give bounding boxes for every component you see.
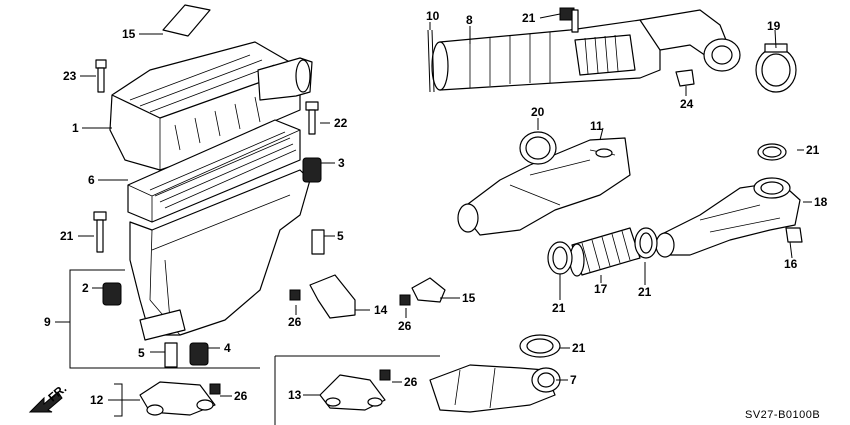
front-direction-arrow-icon [28, 391, 63, 413]
hose-clamp-21b [757, 143, 787, 161]
bracket-14 [309, 274, 356, 319]
bolt-26b [399, 294, 411, 306]
callout-26d: 26 [404, 375, 418, 389]
clip-25 [675, 69, 695, 87]
clip-17 [785, 227, 803, 243]
collar-5a [311, 229, 325, 255]
callout-21a: 20 [531, 105, 545, 119]
bolt-24 [95, 59, 107, 93]
hose-clamp-21a [519, 131, 557, 165]
callout-16: 15 [122, 27, 136, 41]
grommet-4 [189, 342, 209, 366]
callout-21b: 21 [806, 143, 820, 157]
callout-23b: 22 [334, 116, 348, 130]
air-cleaner-lower-case [129, 169, 311, 341]
callout-26b: 26 [398, 319, 412, 333]
callout-12: 12 [90, 393, 104, 407]
leader-lines [55, 13, 812, 425]
label-plate [162, 4, 211, 37]
air-intake-duct-10 [429, 364, 561, 413]
grommet-2 [102, 282, 122, 306]
hose-clamp-21d [634, 227, 658, 259]
bracket-15 [411, 277, 446, 303]
callout-24: 23 [63, 69, 77, 83]
hose-clamp-21e [519, 334, 561, 358]
callout-4: 4 [224, 341, 231, 355]
bellows-hose-18 [569, 227, 641, 277]
callout-2: 2 [82, 281, 89, 295]
callout-8: 9 [44, 315, 51, 329]
callout-21c: 21 [552, 301, 566, 315]
callout-9: 10 [426, 9, 440, 23]
callout-20: 19 [767, 19, 781, 33]
rod-9 [427, 29, 435, 93]
resonator-11 [457, 137, 631, 236]
callout-labels: 15 23 1 6 21 2 9 5 4 12 26 22 3 5 14 26 … [44, 9, 828, 421]
callout-18: 17 [594, 282, 608, 296]
hose-clamp-21c [547, 241, 573, 275]
bolt-22 [559, 7, 579, 33]
callout-26c: 26 [234, 389, 248, 403]
callout-26a: 26 [288, 315, 302, 329]
bolt-26c [209, 383, 221, 395]
callout-13: 13 [288, 388, 302, 402]
callout-21e: 21 [572, 341, 586, 355]
callout-17: 16 [784, 257, 798, 271]
callout-5b: 5 [337, 229, 344, 243]
intake-duct-19 [655, 177, 801, 258]
callout-14: 14 [374, 303, 388, 317]
bolt-26a [289, 289, 301, 301]
bracket-12 [139, 381, 216, 416]
collar-5b [164, 342, 178, 368]
bracket-13 [319, 374, 386, 411]
bolt-23b [93, 211, 107, 253]
callout-23a: 21 [60, 229, 74, 243]
intake-duct-7 [431, 9, 741, 91]
callout-21d: 21 [638, 285, 652, 299]
callout-1: 1 [72, 121, 79, 135]
callout-11: 11 [590, 119, 603, 133]
callout-19: 18 [814, 195, 828, 209]
bolt-23a [305, 101, 319, 135]
callout-25: 24 [680, 97, 694, 111]
hose-clamp-20 [755, 43, 797, 93]
air-cleaner-upper-case [109, 41, 313, 171]
callout-5a: 5 [138, 346, 145, 360]
air-filter-element [127, 119, 301, 223]
grommet-3 [302, 157, 322, 183]
callout-6: 6 [88, 173, 95, 187]
bolt-26d [379, 369, 391, 381]
callout-7: 8 [466, 13, 473, 27]
callout-15: 15 [462, 291, 476, 305]
callout-22: 21 [522, 11, 536, 25]
callout-10: 7 [570, 373, 577, 387]
drawing-code: SV27-B0100B [745, 409, 820, 421]
callout-3: 3 [338, 156, 345, 170]
